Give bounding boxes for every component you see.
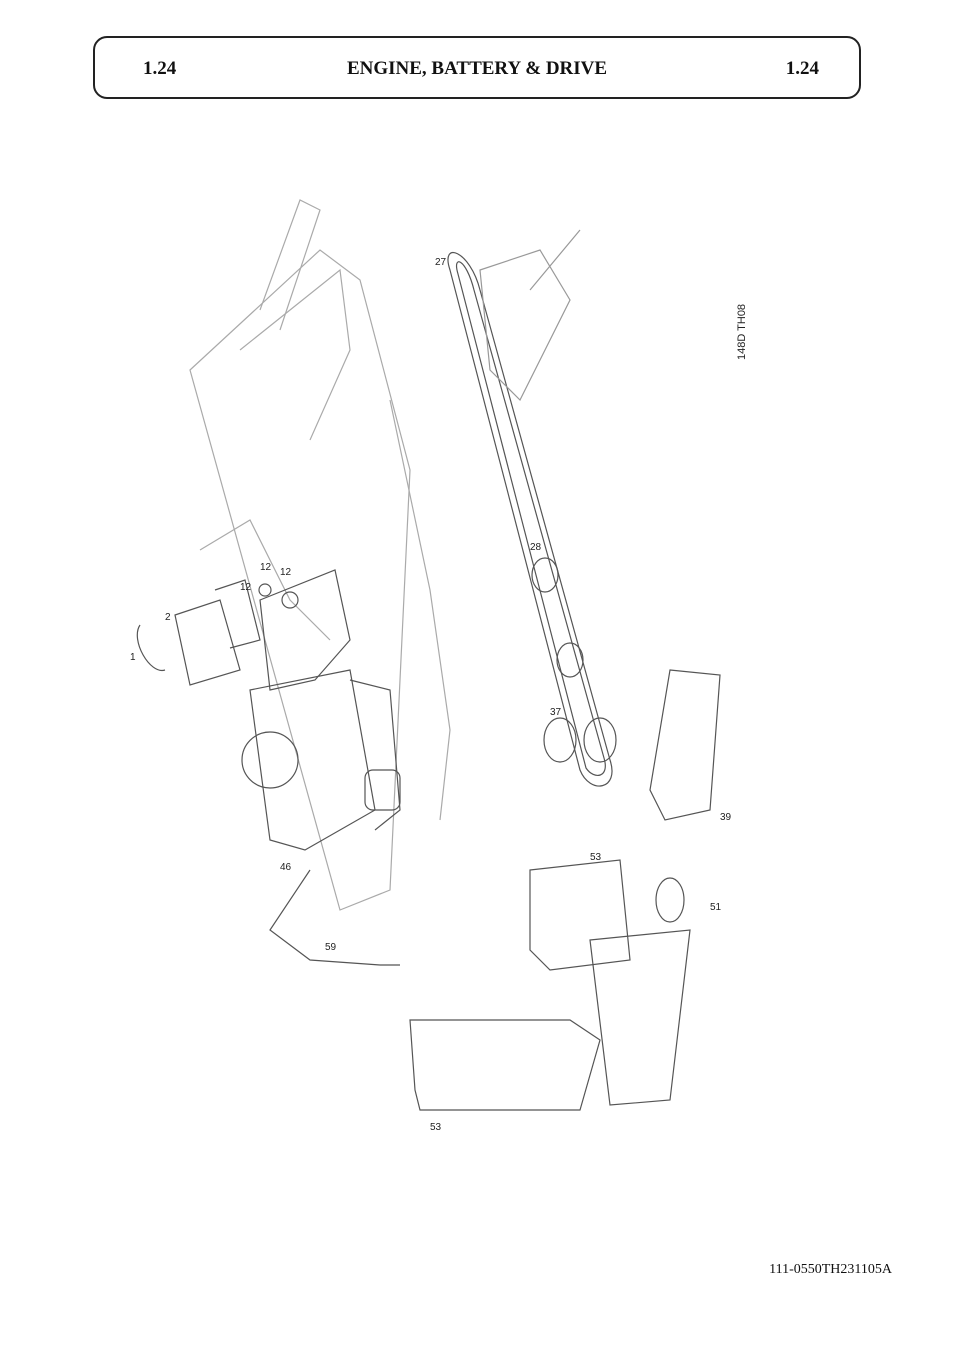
battery [136, 579, 261, 686]
callout-40: 46 [280, 862, 292, 873]
callout-2: 2 [165, 612, 171, 623]
heat-shield [409, 929, 691, 1111]
callout-8: 12 [240, 582, 252, 593]
transmission [479, 229, 581, 402]
callout-1: 1 [130, 652, 136, 663]
section-header: 1.24 ENGINE, BATTERY & DRIVE 1.24 [93, 36, 861, 99]
fuel-tank [258, 569, 351, 691]
callout-22: 28 [530, 542, 542, 553]
callout-56: 59 [325, 942, 337, 953]
callout-10: 12 [280, 567, 292, 578]
callout-9: 12 [260, 562, 272, 573]
callout-46: 51 [710, 902, 722, 913]
exploded-parts-diagram: 1 2 12 12 12 27 28 37 46 53 53 59 39 51 … [130, 199, 748, 1133]
page-title: ENGINE, BATTERY & DRIVE [346, 58, 608, 79]
callout-50: 53 [430, 1122, 442, 1133]
chassis-frame [189, 199, 451, 911]
callout-32: 37 [550, 707, 562, 718]
belt-guard [649, 669, 721, 821]
callout-49: 53 [590, 852, 602, 863]
exhaust-pipe [269, 869, 400, 966]
section-number-right: 1.24 [785, 58, 819, 79]
callout-36: 39 [720, 812, 732, 823]
muffler [529, 859, 685, 971]
engine [241, 669, 401, 851]
document-code: 111-0550TH231105A [769, 1262, 892, 1277]
callout-21: 27 [435, 257, 447, 268]
callout-labels: 1 2 12 12 12 27 28 37 46 53 53 59 39 51 [130, 257, 732, 1133]
pulleys [531, 557, 617, 763]
section-number-left: 1.24 [143, 58, 177, 79]
drive-belt [447, 252, 613, 787]
drawing-code: 148D TH08 [736, 304, 748, 360]
